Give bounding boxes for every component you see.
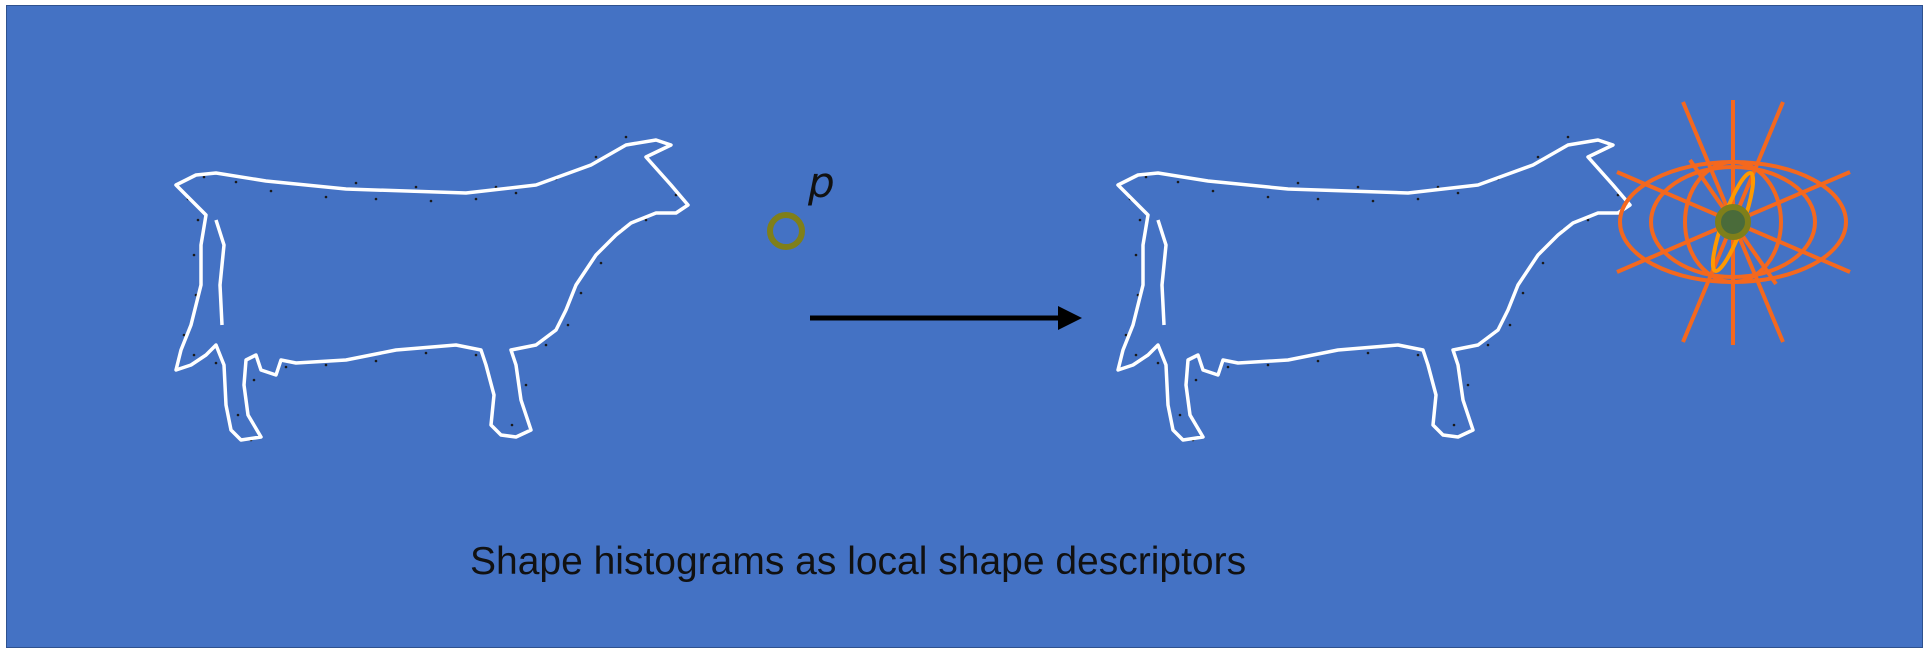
shape-context-histogram-icon [1616, 100, 1851, 345]
point-marker-icon [767, 212, 805, 250]
arrow-right-icon [810, 306, 1082, 330]
cow-outline-right [1116, 135, 1632, 442]
cow-outline-left [174, 135, 690, 442]
slide-background [6, 5, 1923, 648]
caption: Shape histograms as local shape descript… [470, 540, 1247, 583]
point-label: p [808, 158, 835, 207]
